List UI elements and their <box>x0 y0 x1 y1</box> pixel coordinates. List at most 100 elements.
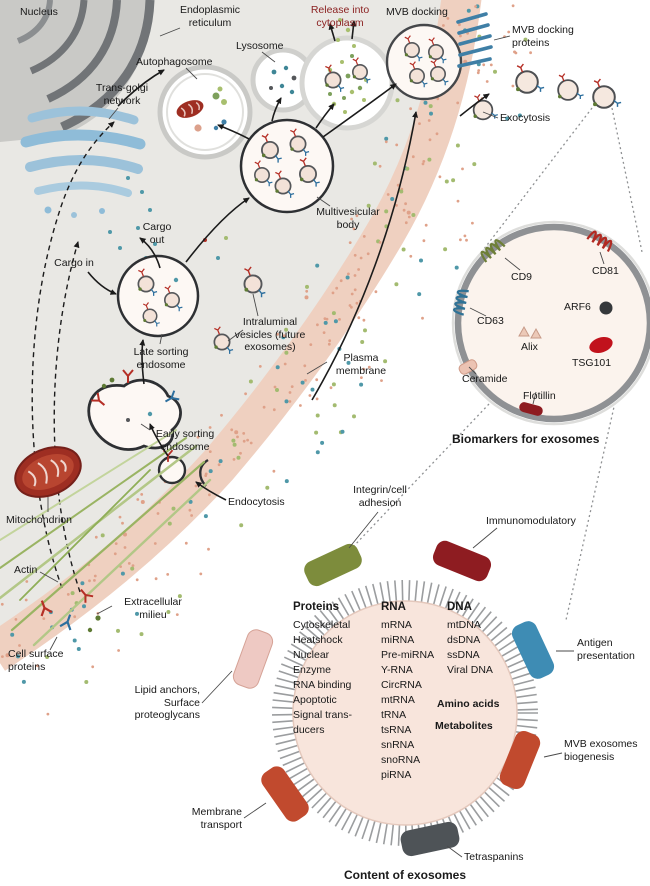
flotillin-label: Flotillin <box>523 390 556 402</box>
autophagosome-shape <box>157 64 253 160</box>
early-endosome-label: Early sorting endosome <box>155 428 215 453</box>
leader-lines <box>39 27 605 858</box>
late-endosome-label: Late sorting endosome <box>133 346 189 371</box>
arf6-icon <box>599 301 613 315</box>
endoplasmic-reticulum-label: Endoplasmic reticulum <box>179 4 241 29</box>
mvb-docking-proteins-icon <box>456 12 493 68</box>
extracellular-milieu-label: Extracellular milieu <box>124 596 182 621</box>
protein-item: Heatshock <box>293 634 343 646</box>
nucleus-label: Nucleus <box>20 6 58 18</box>
trans-golgi-label: Trans-golgi network <box>95 82 149 107</box>
exocytosis-label: Exocytosis <box>500 112 551 124</box>
dna-column: DNA mtDNA dsDNA ssDNA Viral DNA <box>447 600 513 678</box>
protein-item: Enzyme <box>293 664 331 676</box>
biomarker-exosome <box>451 220 650 426</box>
dna-item: mtDNA <box>447 619 481 631</box>
cell-surface-proteins-label: Cell surface proteins <box>8 648 64 673</box>
mvb-docking-proteins-label: MVB docking proteins <box>512 24 574 49</box>
magnifier-lines <box>351 107 643 621</box>
rna-column: RNA mRNA miRNA Pre-miRNA Y-RNA CircRNA m… <box>381 600 443 783</box>
arf6-label: ARF6 <box>564 301 591 313</box>
dna-item: ssDNA <box>447 649 480 661</box>
dna-header: DNA <box>447 601 472 613</box>
actin-filaments <box>0 429 212 647</box>
multivesicular-body-label: Multivesicular body <box>316 206 380 231</box>
protein-item: Apoptotic <box>293 694 337 706</box>
autophagosome-label: Autophagosome <box>136 56 213 68</box>
tsg101-label: TSG101 <box>572 357 612 369</box>
alix-icon <box>518 325 542 339</box>
flotillin-icon <box>519 402 543 416</box>
plasma-membrane-band <box>0 0 482 671</box>
immunomodulatory-block <box>432 540 492 582</box>
protein-item: Cytoskeletal <box>293 619 351 631</box>
proteins-header: Proteins <box>293 601 340 613</box>
rna-item: CircRNA <box>381 679 422 691</box>
alix-label: Alix <box>521 341 538 353</box>
biomarkers-title: Biomarkers for exosomes <box>452 432 600 446</box>
cd81-label: CD81 <box>592 265 619 277</box>
rna-item: mtRNA <box>381 694 415 706</box>
ceramide-icon <box>458 359 478 375</box>
mitochondrion-shape <box>14 446 82 498</box>
protein-item: RNA binding <box>293 679 352 691</box>
antigen-presentation-block <box>511 621 555 679</box>
cell-surface-proteins-icons <box>35 585 101 633</box>
proteins-column: Proteins Cytoskeletal Heatshock Nuclear … <box>293 600 377 738</box>
dna-item: Viral DNA <box>447 664 493 676</box>
plasma-membrane-label: Plasma membrane <box>335 352 387 377</box>
rna-item: piRNA <box>381 769 412 781</box>
rna-item: tsRNA <box>381 724 412 736</box>
rna-item: Pre-miRNA <box>381 649 435 661</box>
immunomodulatory-label: Immunomodulatory <box>486 515 576 527</box>
protein-item: Nuclear <box>293 649 330 661</box>
tetraspanins-block <box>400 821 460 857</box>
endocytic-vesicle-shape <box>157 449 187 485</box>
rna-item: mRNA <box>381 619 412 631</box>
ceramide-label: Ceramide <box>462 373 508 385</box>
lysosome-label: Lysosome <box>236 40 284 52</box>
dna-item: dsDNA <box>447 634 481 646</box>
release-vesicle-shape <box>299 18 395 131</box>
rna-item: Y-RNA <box>381 664 413 676</box>
cargo-in-label: Cargo in <box>54 257 94 269</box>
mvb-docking-label: MVB docking <box>386 6 448 18</box>
content-exosome <box>232 540 555 857</box>
tetraspanins-label: Tetraspanins <box>464 851 524 863</box>
integrin-adhesion-block <box>304 543 362 587</box>
protein-item: Signal trans-ducers <box>293 709 352 736</box>
mitochondrion-label: Mitochondrion <box>6 514 72 526</box>
multivesicular-body-shape <box>239 118 335 214</box>
late-endosome-shape <box>116 254 200 338</box>
nucleus-shape <box>0 0 155 142</box>
membrane-transport-block <box>261 766 309 822</box>
rna-item: miRNA <box>381 634 415 646</box>
intraluminal-vesicles-label: Intraluminal vesicles (future exosomes) <box>234 316 306 353</box>
cd63-label: CD63 <box>477 315 504 327</box>
membrane-transport-label: Membrane transport <box>191 806 242 831</box>
rna-item: snoRNA <box>381 754 421 766</box>
early-endosome-shape <box>87 369 182 451</box>
lipid-anchors-block <box>232 629 274 689</box>
rna-item: tRNA <box>381 709 407 721</box>
content-title: Content of exosomes <box>343 868 466 882</box>
antigen-presentation-label: Antigen presentation <box>577 637 635 662</box>
rna-header: RNA <box>381 601 406 613</box>
integrin-adhesion-label: Integrin/cell adhesion <box>353 484 407 509</box>
metabolites-label: Metabolites <box>435 720 493 732</box>
mvb-biogenesis-label: MVB exosomes biogenesis <box>564 738 638 763</box>
release-into-cytoplasm-label: Release into cytoplasm <box>310 4 370 29</box>
mvb-biogenesis-block <box>499 730 541 790</box>
rna-item: snRNA <box>381 739 415 751</box>
flow-arrows <box>87 20 490 501</box>
trans-golgi-shape <box>20 106 146 218</box>
lipid-anchors-label: Lipid anchors, Surface proteoglycans <box>134 684 200 721</box>
amino-acids-label: Amino acids <box>437 698 500 710</box>
cd9-label: CD9 <box>511 271 533 283</box>
recycling-arrows <box>31 121 115 593</box>
actin-label: Actin <box>14 564 38 576</box>
endocytosis-label: Endocytosis <box>228 496 285 508</box>
tsg101-icon <box>589 336 613 354</box>
